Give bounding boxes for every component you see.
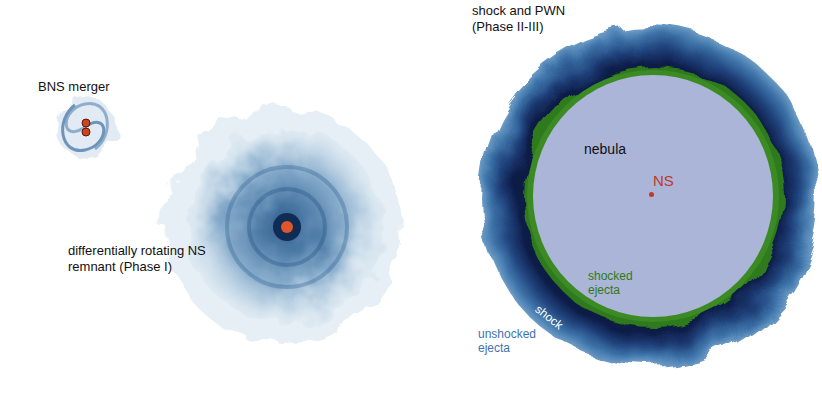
phase-label: shock and PWN (Phase II-III)	[472, 3, 592, 34]
neutron-star-dot	[649, 192, 654, 197]
phase-label: differentially rotating NS remnant (Phas…	[68, 243, 218, 274]
region-label: nebula	[584, 141, 626, 158]
phase-label: BNS merger	[38, 79, 158, 95]
merger-swirl	[55, 97, 115, 157]
star-label: NS	[653, 172, 674, 190]
remnant-cloud	[164, 107, 400, 343]
shock-shell	[480, 27, 820, 367]
region-label: shocked ejecta	[588, 269, 658, 298]
nebula-disk: nebulaNS	[533, 75, 773, 317]
region-label: unshocked ejecta	[478, 327, 553, 356]
